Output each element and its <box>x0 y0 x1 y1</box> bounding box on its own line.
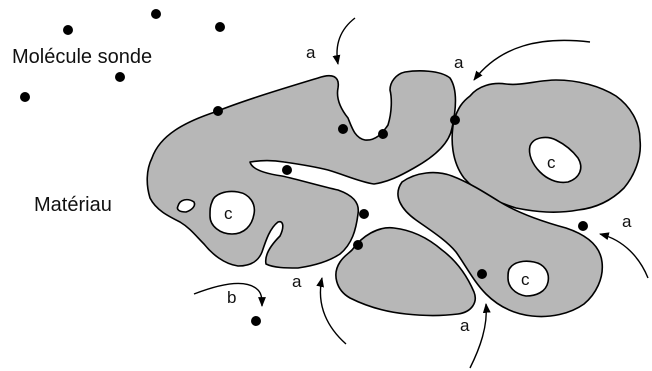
arrow <box>474 40 590 80</box>
pore-label-c: c <box>521 270 530 289</box>
material-label: Matériau <box>34 194 112 216</box>
adsorbed-molecule <box>578 221 588 231</box>
adsorbed-molecule <box>378 129 388 139</box>
adsorbed-molecule <box>213 106 223 116</box>
arrow <box>600 234 648 278</box>
probe-molecule <box>63 25 73 35</box>
adsorbed-molecule <box>282 165 292 175</box>
adsorbed-molecule <box>353 240 363 250</box>
adsorbed-molecule <box>450 115 460 125</box>
pore-label-a: a <box>622 212 632 231</box>
pore-label-a: a <box>306 43 316 62</box>
probe-molecule <box>215 22 225 32</box>
adsorbed-molecule <box>477 269 487 279</box>
adsorbed-molecule <box>338 124 348 134</box>
pore-label-c: c <box>547 153 556 172</box>
pore-label-a: a <box>460 316 470 335</box>
probe-molecule <box>20 92 30 102</box>
pore-label-b: b <box>227 288 236 307</box>
probe-molecule <box>151 9 161 19</box>
pore-label-a: a <box>292 272 302 291</box>
probe-molecule <box>115 72 125 82</box>
arrow <box>470 304 486 368</box>
probe-molecule <box>251 316 261 326</box>
pore-label-c: c <box>224 204 233 223</box>
adsorbed-molecule <box>359 209 369 219</box>
pore-label-a: a <box>454 53 464 72</box>
probe-molecule-label: Molécule sonde <box>12 46 152 68</box>
arrow <box>337 18 355 64</box>
